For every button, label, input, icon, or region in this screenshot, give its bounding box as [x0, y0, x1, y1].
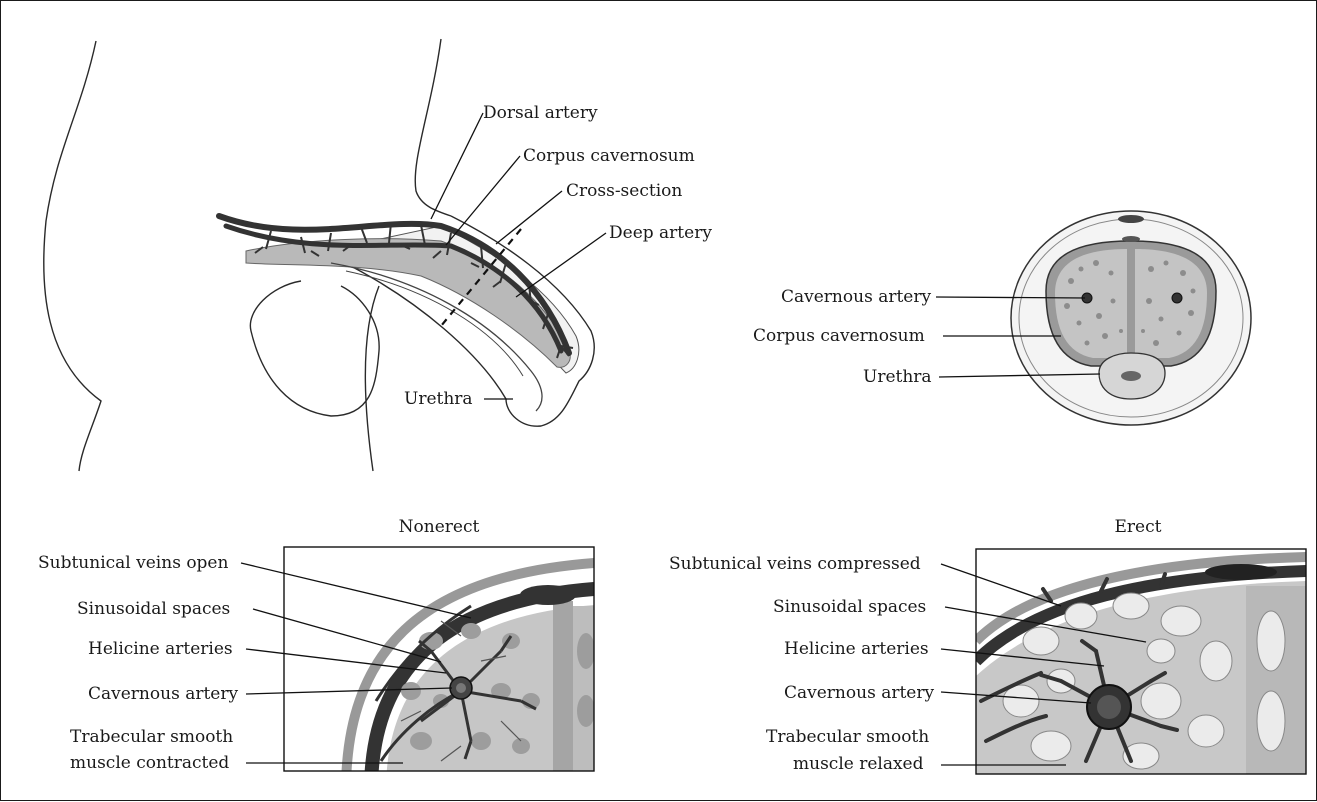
nonerect-label-helicine: Helicine arteries [88, 639, 233, 659]
label-urethra-cs: Urethra [863, 367, 932, 387]
dorsal-vein [1118, 215, 1144, 223]
label-corpus-cavernosum-cs: Corpus cavernosum [753, 326, 925, 346]
urethra-lumen [1121, 371, 1141, 381]
nonerect-label-trabecular-1: Trabecular smooth [70, 727, 233, 747]
nonerect-label-cavernous: Cavernous artery [88, 684, 238, 704]
nonerect-label-sinusoidal: Sinusoidal spaces [77, 599, 230, 619]
nonerect-panel: Nonerect [38, 517, 595, 791]
erect-panel: Erect [669, 517, 1306, 791]
erect-label-trabecular-1: Trabecular smooth [766, 727, 929, 747]
erect-label-veins: Subtunical veins compressed [669, 554, 921, 574]
nonerect-label-trabecular-2: muscle contracted [70, 753, 229, 773]
label-cross-section: Cross-section [566, 181, 682, 201]
nonerect-title: Nonerect [399, 517, 480, 537]
label-cavernous-artery: Cavernous artery [781, 287, 931, 307]
erect-label-cavernous: Cavernous artery [784, 683, 934, 703]
erect-label-trabecular-2: muscle relaxed [793, 754, 924, 774]
nonerect-label-veins: Subtunical veins open [38, 553, 228, 573]
erect-label-helicine: Helicine arteries [784, 639, 929, 659]
label-corpus-cavernosum: Corpus cavernosum [523, 146, 695, 166]
body-back-outline [44, 41, 101, 471]
erect-title: Erect [1115, 517, 1162, 537]
erect-label-sinusoidal: Sinusoidal spaces [773, 597, 926, 617]
sagittal-view: Dorsal artery Corpus cavernosum Cross-se… [44, 39, 713, 471]
label-deep-artery: Deep artery [609, 223, 712, 243]
scrotum-outline [250, 281, 379, 416]
cross-section-view: Cavernous artery Corpus cavernosum Ureth… [753, 211, 1251, 425]
thigh-outline [365, 286, 379, 471]
label-urethra: Urethra [404, 389, 473, 409]
cavernous-artery-right [1172, 293, 1182, 303]
dorsal-artery-cs [1122, 236, 1140, 242]
label-dorsal-artery: Dorsal artery [483, 103, 598, 123]
